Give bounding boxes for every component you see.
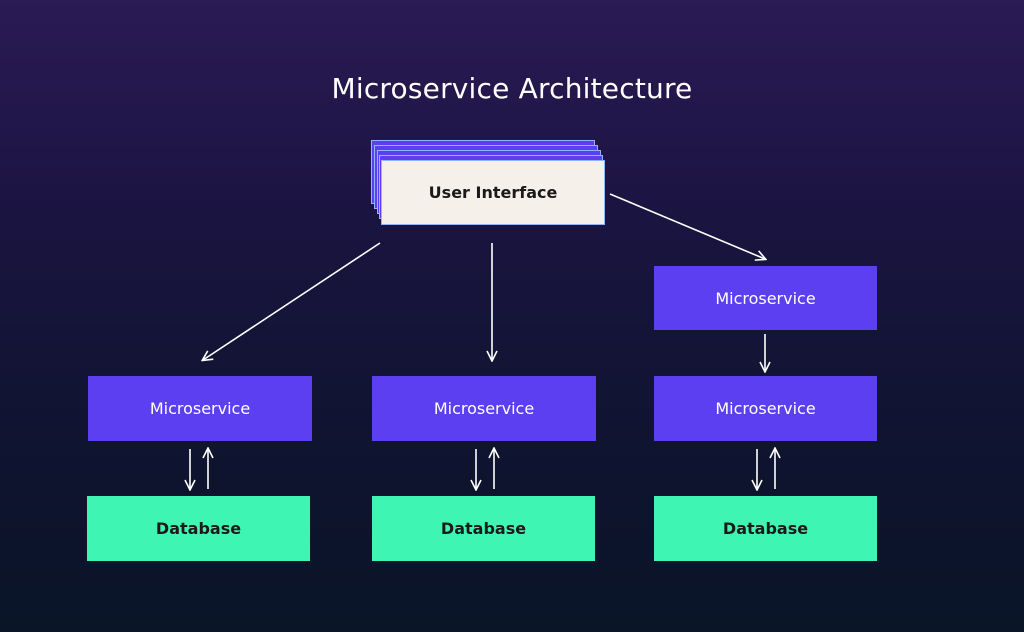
database-box-col1: Database xyxy=(87,496,310,561)
microservice-box-col2: Microservice xyxy=(372,376,596,441)
arrow-ui-to-ms-col3 xyxy=(609,193,765,259)
microservice-box-col3-top: Microservice xyxy=(654,266,877,330)
database-box-col3: Database xyxy=(654,496,877,561)
user-interface-box: User Interface xyxy=(381,160,605,225)
arrow-ui-to-ms-col1 xyxy=(203,242,381,360)
diagram-title: Microservice Architecture xyxy=(331,72,693,105)
database-box-col2: Database xyxy=(372,496,595,561)
microservice-box-col3-bottom: Microservice xyxy=(654,376,877,441)
user-interface-stack: User Interface xyxy=(371,140,606,226)
microservice-box-col1: Microservice xyxy=(88,376,312,441)
